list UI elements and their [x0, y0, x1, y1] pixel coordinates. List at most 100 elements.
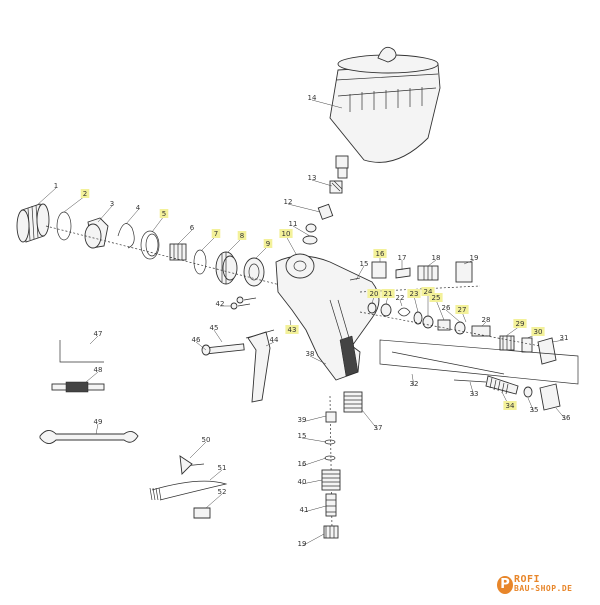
- leader-line: [63, 195, 86, 213]
- part-number-label: 25: [432, 294, 441, 302]
- part-number-label: 32: [410, 380, 419, 388]
- part-number-label: 24: [424, 288, 433, 296]
- part-number-label: 21: [384, 290, 393, 298]
- part-number-label: 22: [396, 294, 405, 302]
- part-number-label: 20: [370, 290, 379, 298]
- leader-line: [95, 423, 99, 435]
- leader-line: [125, 209, 139, 225]
- part-number-label: 19: [470, 254, 479, 262]
- leader-line: [481, 321, 487, 327]
- label-highlight: [285, 325, 299, 334]
- part-number-label: 6: [190, 224, 195, 232]
- part-number-label: 38: [306, 350, 315, 358]
- leader-line: [301, 479, 323, 485]
- leader-line: [311, 179, 333, 187]
- part-number-label: 12: [284, 198, 293, 206]
- label-highlight: [381, 289, 395, 298]
- part-number-label: 49: [94, 418, 103, 426]
- leader-line: [355, 265, 365, 281]
- leader-line: [287, 203, 321, 213]
- part-number-label: 51: [218, 464, 227, 472]
- leader-line: [463, 259, 475, 265]
- part-number-label: 30: [534, 328, 543, 336]
- part-number-label: 52: [218, 488, 227, 496]
- part-number-label: 42: [216, 300, 225, 308]
- part-number-label: 29: [516, 320, 525, 328]
- leader-line: [435, 299, 445, 321]
- part-number-label: 41: [300, 506, 309, 514]
- part-number-label: 45: [210, 324, 219, 332]
- label-highlight: [407, 289, 421, 298]
- part-number-label: 4: [136, 204, 141, 212]
- label-highlight: [531, 327, 545, 336]
- part-number-label: 46: [192, 336, 201, 344]
- needle-fluid-parts: [349, 261, 557, 365]
- leader-line: [195, 341, 207, 351]
- part-number-label: 10: [282, 230, 291, 238]
- paint-cup: [329, 46, 441, 179]
- label-highlight: [373, 249, 387, 258]
- leader-line: [361, 409, 379, 431]
- needle-assembly: [379, 339, 579, 411]
- part-number-label: 28: [482, 316, 491, 324]
- leader-line: [301, 437, 327, 443]
- part-number-label: 48: [94, 366, 103, 374]
- part-number-label: 3: [110, 200, 114, 208]
- part-number-label: 2: [83, 190, 87, 198]
- part-number-label: 11: [289, 220, 298, 228]
- part-number-label: 43: [288, 326, 297, 334]
- part-number-label: 26: [442, 304, 451, 312]
- part-number-label: 39: [298, 416, 307, 424]
- leader-line: [551, 339, 565, 343]
- leader-line: [292, 225, 311, 237]
- gun-body: [275, 253, 380, 413]
- part-number-label: 23: [410, 290, 419, 298]
- leader-line: [89, 335, 99, 345]
- part-number-label: 31: [560, 334, 569, 342]
- leader-line: [285, 235, 297, 255]
- part-number-label: 40: [298, 478, 307, 486]
- leader-line: [177, 229, 193, 245]
- part-number-label: 19: [298, 540, 307, 548]
- part-number-label: 8: [240, 232, 244, 240]
- leader-line: [301, 457, 327, 467]
- part-number-label: 5: [162, 210, 166, 218]
- leader-line: [527, 397, 535, 413]
- label-highlight: [503, 401, 517, 410]
- leader-line: [411, 373, 415, 387]
- label-highlight: [455, 305, 469, 314]
- part-number-label: 27: [458, 306, 467, 314]
- part-number-label: 35: [530, 406, 539, 414]
- leader-line: [85, 371, 99, 383]
- leader-line: [209, 469, 223, 481]
- leader-line: [201, 235, 217, 251]
- leader-line: [265, 341, 275, 347]
- logo-line-2: BAU-SHOP.DE: [514, 584, 573, 593]
- logo-initial: P: [497, 576, 513, 594]
- label-highlight: [513, 319, 527, 328]
- logo-line-1: ROFI: [514, 574, 541, 585]
- leader-line: [309, 355, 327, 365]
- brand-logo: P ROFI BAU-SHOP.DE: [497, 574, 597, 596]
- part-number-label: 14: [308, 94, 317, 102]
- label-highlight: [263, 239, 273, 248]
- label-highlight: [159, 209, 169, 218]
- part-number-label: 16: [298, 460, 307, 468]
- part-number-label: 34: [506, 402, 515, 410]
- part-number-label: 7: [214, 230, 218, 238]
- part-number-label: 15: [298, 432, 307, 440]
- part-number-label: 37: [374, 424, 383, 432]
- part-number-label: 44: [270, 336, 279, 344]
- part-number-label: 9: [266, 240, 270, 248]
- tools: [39, 340, 228, 519]
- trigger: [245, 329, 275, 403]
- leader-line: [555, 407, 567, 421]
- part-number-label: 33: [470, 390, 479, 398]
- part-number-label: 36: [562, 414, 571, 422]
- leader-line: [301, 415, 327, 423]
- leader-line: [227, 237, 243, 253]
- label-highlight: [237, 231, 247, 240]
- part-number-label: 1: [54, 182, 58, 190]
